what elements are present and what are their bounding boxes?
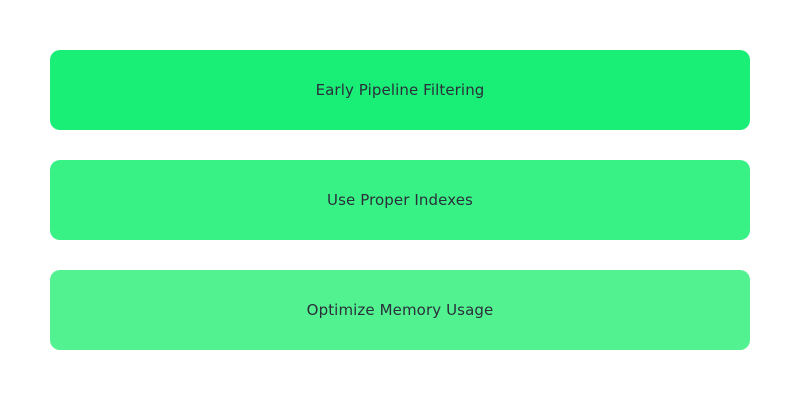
step-box-use-proper-indexes: Use Proper Indexes — [50, 160, 750, 240]
step-box-optimize-memory-usage: Optimize Memory Usage — [50, 270, 750, 350]
step-box-early-pipeline-filtering: Early Pipeline Filtering — [50, 50, 750, 130]
step-label: Use Proper Indexes — [327, 191, 473, 209]
step-label: Optimize Memory Usage — [306, 301, 494, 319]
step-label: Early Pipeline Filtering — [315, 81, 485, 99]
